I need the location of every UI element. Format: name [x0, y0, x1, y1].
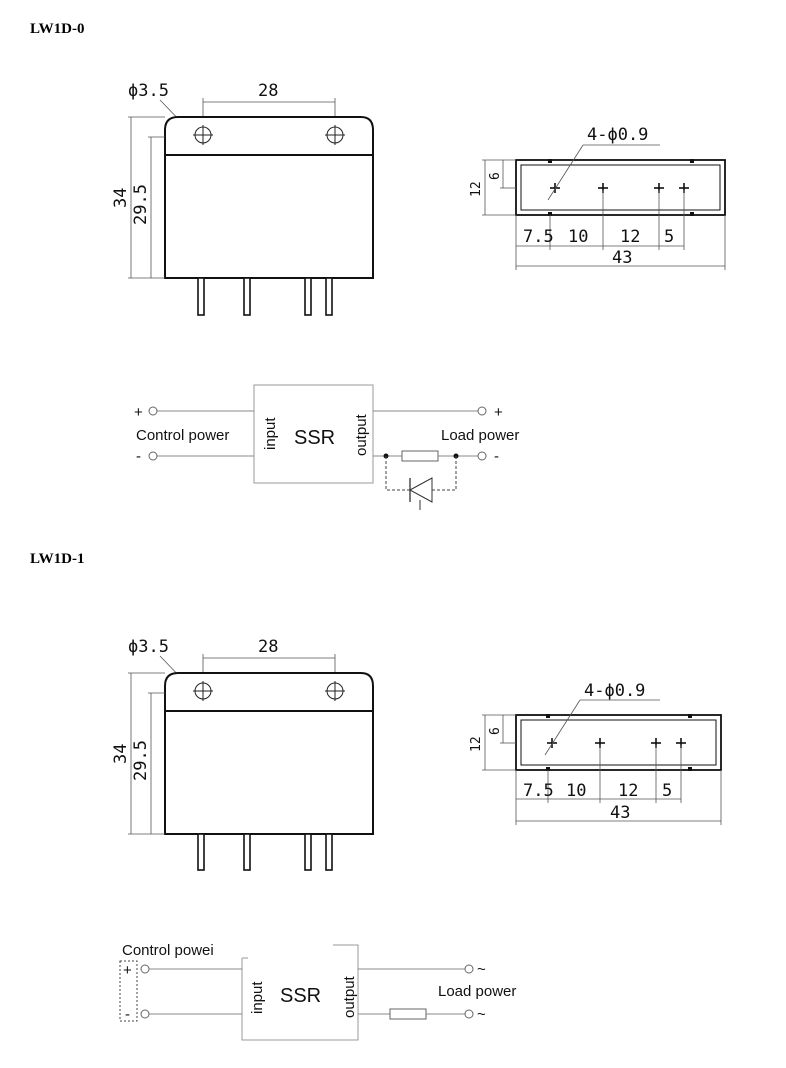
ssr-label: SSR — [294, 427, 335, 449]
pin-spacing-4: 5 — [664, 227, 674, 247]
pin-view: 4-ϕ0.9 12 6 7.5 10 12 5 43 — [469, 125, 726, 270]
input-label: input — [262, 417, 279, 450]
overall-height-label: 34 — [111, 188, 131, 208]
control-plus: + — [123, 962, 132, 979]
pin-spacing-1: 7.5 — [523, 227, 554, 247]
hole-diameter-label: ϕ3.5 — [128, 81, 169, 101]
pin-spacing-2: 10 — [566, 781, 586, 801]
load-ac-bottom: ~ — [477, 1006, 486, 1023]
protection-diode — [385, 456, 457, 510]
pin — [197, 833, 205, 871]
side-inner-label: 6 — [488, 727, 503, 735]
pin-view-outline — [515, 714, 722, 771]
pin-spacing-3: 12 — [620, 227, 640, 247]
pin-diameter-label: 4-ϕ0.9 — [584, 681, 645, 701]
load-plus: + — [494, 404, 503, 421]
mounting-hole-left — [193, 681, 213, 701]
pin — [304, 277, 312, 316]
pin-view-outline — [515, 159, 726, 216]
pin — [304, 833, 312, 871]
control-terminal-box — [119, 960, 138, 1022]
pin-view: 4-ϕ0.9 12 6 7.5 10 12 5 43 — [469, 681, 722, 825]
section-lw1d-1: LW1D-1 28 ϕ3.5 — [30, 551, 722, 1041]
control-power-label: Control powei — [122, 942, 214, 959]
pin — [325, 833, 333, 871]
pin-spacing-1: 7.5 — [523, 781, 554, 801]
pin-spacing-3: 12 — [618, 781, 638, 801]
pin-spacing-2: 10 — [568, 227, 588, 247]
side-inner-label: 6 — [488, 172, 503, 180]
section-lw1d-0: LW1D-0 28 ϕ3.5 — [30, 21, 726, 510]
overall-width-label: 43 — [612, 248, 632, 268]
front-view: 28 ϕ3.5 34 2 — [111, 637, 374, 871]
overall-height-label: 34 — [111, 744, 131, 764]
pin — [243, 277, 251, 316]
overall-width-label: 43 — [610, 803, 630, 823]
wiring-diagram: SSR input output Control powei + - ~ ~ L… — [119, 942, 516, 1041]
model-title: LW1D-1 — [30, 551, 84, 567]
control-minus: - — [136, 448, 141, 465]
relay-body — [164, 672, 374, 835]
load-minus: - — [494, 448, 499, 465]
ssr-box — [253, 384, 374, 484]
control-minus: - — [125, 1006, 130, 1023]
mounting-hole-right — [325, 681, 345, 701]
pin — [325, 277, 333, 316]
load-ac-top: ~ — [477, 961, 486, 978]
mounting-hole-right — [325, 125, 345, 145]
relay-body — [164, 116, 374, 279]
load-power-label: Load power — [441, 427, 519, 444]
hole-diameter-label: ϕ3.5 — [128, 637, 169, 657]
ssr-label: SSR — [280, 985, 321, 1007]
body-height-label: 29.5 — [131, 184, 151, 225]
side-height-label: 12 — [469, 736, 484, 752]
pin — [197, 277, 205, 316]
pin-spacing-4: 5 — [662, 781, 672, 801]
input-label: input — [249, 981, 266, 1014]
mounting-hole-left — [193, 125, 213, 145]
pin-diameter-label: 4-ϕ0.9 — [587, 125, 648, 145]
front-view: 28 ϕ3.5 — [111, 81, 374, 316]
output-label: output — [353, 413, 370, 456]
wiring-diagram: SSR input output + - Control power + - L… — [134, 384, 519, 510]
load-power-label: Load power — [438, 983, 516, 1000]
control-power-label: Control power — [136, 427, 229, 444]
body-height-label: 29.5 — [131, 740, 151, 781]
side-height-label: 12 — [469, 181, 484, 197]
control-plus: + — [134, 404, 143, 421]
hole-spacing-label: 28 — [258, 81, 278, 101]
pin — [243, 833, 251, 871]
output-label: output — [341, 975, 358, 1018]
model-title: LW1D-0 — [30, 21, 84, 37]
hole-spacing-label: 28 — [258, 637, 278, 657]
